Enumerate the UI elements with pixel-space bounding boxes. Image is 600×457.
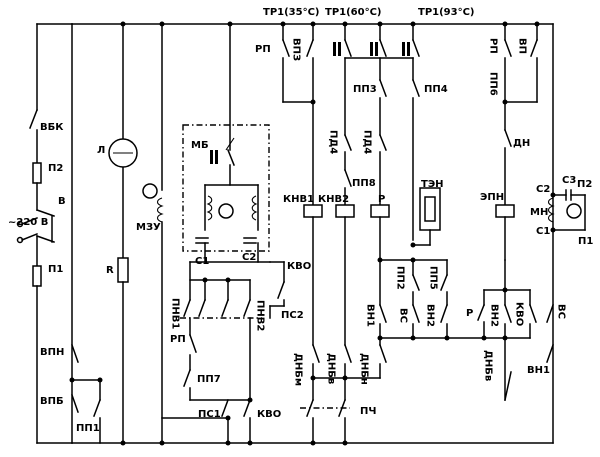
label-p1-motor: П1: [578, 236, 593, 247]
label-dnb-v: ДНБв: [326, 353, 337, 384]
label-vn1-left: ВН1: [365, 304, 376, 327]
label-v-switch: В: [58, 196, 66, 207]
label-p2-motor: П2: [577, 179, 592, 190]
label-pp5: ПП5: [428, 266, 439, 290]
label-pnv2: ПНВ2: [255, 300, 266, 331]
heater: [412, 187, 441, 246]
mb-enclosure: [182, 23, 270, 263]
label-knv2: КНВ2: [318, 194, 349, 205]
label-rel-r2: Р: [466, 308, 473, 319]
label-vpz: ВПЗ: [291, 38, 302, 61]
label-epn: ЭПН: [480, 192, 504, 203]
label-pp3: ПП3: [353, 84, 377, 95]
pnv-branch: [161, 261, 285, 444]
mzu-branch: [142, 23, 164, 444]
label-pp1: ПП1: [76, 423, 100, 434]
label-rp-right: РП: [488, 38, 499, 54]
label-kvo-right: КВО: [514, 302, 525, 326]
label-pd4-b: ПД4: [362, 130, 373, 154]
label-p1: П1: [48, 264, 63, 275]
label-rp-low: РП: [170, 334, 186, 345]
label-mzu: МЗУ: [136, 222, 161, 233]
label-pp2: ПП2: [395, 266, 406, 290]
middle-contacts: [379, 259, 554, 401]
labels: ТР1(35°С) ТР1(60°С) ТР1(93°С) РП ВПЗ ПП3…: [8, 7, 593, 434]
junction-dots: [69, 21, 556, 446]
dnb-row: [300, 337, 554, 444]
label-ps2: ПС2: [281, 310, 304, 321]
label-rp-top: РП: [255, 44, 271, 55]
left-lower-contacts: [71, 344, 101, 444]
label-l: Л: [97, 145, 105, 156]
label-tr1-93: ТР1(93°С): [418, 7, 475, 18]
label-kvo-bottom: КВО: [257, 409, 281, 420]
label-vn1-right: ВН1: [527, 365, 550, 376]
label-vpb: ВПБ: [40, 396, 64, 407]
label-vbk: ВБК: [40, 122, 64, 133]
lamp-branch: [108, 23, 138, 444]
label-vn2-a: ВН2: [425, 304, 436, 327]
label-pch: ПЧ: [360, 406, 376, 417]
thermostat-row: [282, 23, 420, 241]
label-mb: МБ: [191, 140, 209, 151]
label-c3: С3: [562, 175, 576, 186]
label-vpn: ВПН: [40, 347, 64, 358]
label-kvo-top: КВО: [287, 261, 311, 272]
label-pnv1: ПНВ1: [170, 298, 181, 329]
label-c1-left: С1: [195, 256, 209, 267]
label-pp8: ПП8: [352, 178, 376, 189]
label-c2-motor: С2: [536, 184, 550, 195]
label-c1-motor: С1: [536, 226, 550, 237]
knv-coils: [303, 134, 390, 346]
label-pp4: ПП4: [424, 84, 448, 95]
mains-input-branch: [16, 23, 73, 444]
label-dn: ДН: [513, 138, 530, 149]
label-pp6: ПП6: [488, 72, 499, 96]
label-knv1: КНВ1: [283, 194, 314, 205]
label-pp7: ПП7: [197, 374, 221, 385]
label-r: R: [106, 265, 114, 276]
label-dnb-n: ДНБн: [359, 353, 370, 385]
label-mn: МН: [530, 207, 548, 218]
label-c2-left: С2: [242, 252, 256, 263]
label-rel-r: Р: [378, 194, 385, 205]
label-dnb-v2: ДНБв: [483, 350, 494, 381]
label-p2: П2: [48, 163, 63, 174]
label-dnb-m: ДНБм: [293, 353, 304, 386]
label-ten: ТЭН: [421, 179, 444, 190]
label-tr1-60: ТР1(60°С): [325, 7, 382, 18]
label-vn2-b: ВН2: [489, 304, 500, 327]
label-vs-a: ВС: [398, 308, 409, 323]
label-ps1: ПС1: [198, 409, 221, 420]
label-v220: ~220 В: [8, 217, 48, 228]
right-pump-branch: [495, 23, 586, 261]
label-pd4-a: ПД4: [328, 130, 339, 154]
label-vp: ВП: [517, 38, 528, 54]
label-vs-b: ВС: [556, 304, 567, 319]
label-tr1-35: ТР1(35°С): [263, 7, 320, 18]
